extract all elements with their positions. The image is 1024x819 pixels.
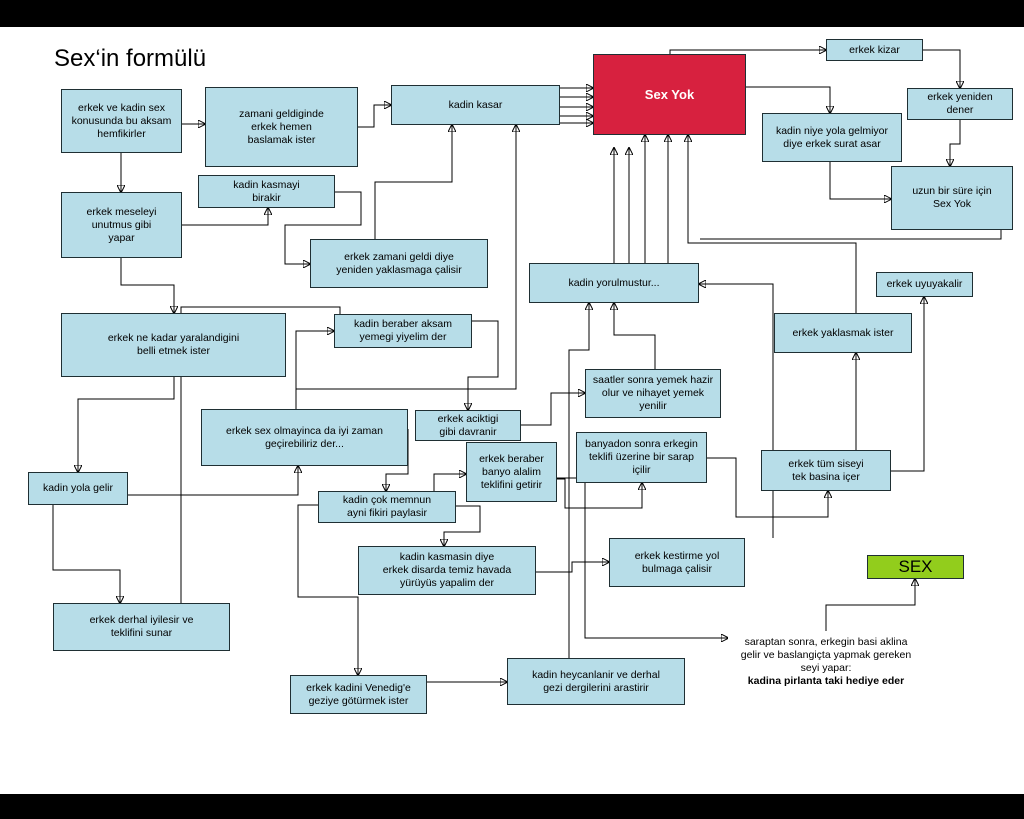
node-pirlanta-hediye-bold: kadina pirlanta taki hediye eder bbox=[747, 675, 905, 687]
edge-mesele-kasmayi bbox=[182, 208, 268, 226]
node-kadin-yorulmustur-label: kadin yorulmustur... bbox=[568, 276, 660, 289]
node-hemfikir-label: erkek ve kadin sex konusunda bu aksam he… bbox=[71, 101, 172, 140]
node-aciktigi: erkek aciktigi gibi davranir bbox=[415, 410, 521, 441]
node-uzun-sure-sex-yok: uzun bir süre için Sex Yok bbox=[891, 166, 1013, 230]
page-title: Sex‘in formülü bbox=[54, 45, 207, 72]
node-banyo-teklif: erkek beraber banyo alalim teklifini get… bbox=[466, 442, 557, 502]
node-kasmayi-birakir: kadin kasmayi birakir bbox=[198, 175, 335, 208]
node-yaklasmaga-calisir-label: erkek zamani geldi diye yeniden yaklasma… bbox=[336, 250, 462, 276]
edge-iyilesir-kasar bbox=[180, 306, 341, 603]
node-uyuyakalir: erkek uyuyakalir bbox=[876, 272, 973, 297]
node-erkek-kizar-label: erkek kizar bbox=[849, 43, 900, 56]
node-baslamak-ister-label: zamani geldiginde erkek hemen baslamak i… bbox=[239, 107, 324, 146]
edge-aciktigi-yemek bbox=[521, 393, 585, 426]
node-venedik-gezisi: erkek kadini Venedig'e geziye götürmek i… bbox=[290, 675, 427, 714]
node-yemek-hazir: saatler sonra yemek hazir olur ve nihaye… bbox=[585, 369, 721, 418]
node-sex-yok: Sex Yok bbox=[593, 54, 746, 135]
edge-sexolmayinca-kasar bbox=[295, 125, 516, 409]
node-tum-siseyi-label: erkek tüm siseyi tek basina içer bbox=[788, 457, 864, 483]
node-kadin-kasar-label: kadin kasar bbox=[448, 98, 503, 111]
node-baslamak-ister: zamani geldiginde erkek hemen baslamak i… bbox=[205, 87, 358, 167]
edge-pirlanta-sex bbox=[825, 579, 915, 631]
node-kestirme-yol-label: erkek kestirme yol bulmaga çalisir bbox=[634, 549, 720, 575]
node-yaralandigini-label: erkek ne kadar yaralandigini belli etmek… bbox=[107, 332, 240, 357]
node-surat-asar: kadin niye yola gelmiyor diye erkek sura… bbox=[762, 113, 902, 162]
connector-layer bbox=[52, 27, 1002, 794]
node-surat-asar-label: kadin niye yola gelmiyor diye erkek sura… bbox=[775, 124, 889, 150]
node-yeniden-dener-label: erkek yeniden dener bbox=[927, 91, 993, 116]
node-kestirme-yol: erkek kestirme yol bulmaga çalisir bbox=[609, 538, 745, 587]
edge-yaklasmak-sexyok bbox=[688, 135, 857, 313]
node-banyo-teklif-label: erkek beraber banyo alalim teklifini get… bbox=[479, 452, 544, 491]
node-sex-olmayinca: erkek sex olmayinca da iyi zaman geçireb… bbox=[201, 409, 408, 466]
node-yaklasmaga-calisir: erkek zamani geldi diye yeniden yaklasma… bbox=[310, 239, 488, 288]
edge-dener-uzun bbox=[950, 120, 961, 166]
node-sex-olmayinca-label: erkek sex olmayinca da iyi zaman geçireb… bbox=[226, 424, 383, 450]
edge-sexyok-surat bbox=[746, 86, 830, 113]
node-sex-label: SEX bbox=[898, 557, 933, 576]
node-meseleyi-unutmus-label: erkek meseleyi unutmus gibi yapar bbox=[86, 205, 157, 244]
node-derhal-iyilesir-label: erkek derhal iyilesir ve teklifini sunar bbox=[89, 614, 194, 639]
edge-mesele-yaralandigini bbox=[120, 258, 174, 313]
edge-yaklasmaga-kasar bbox=[374, 125, 452, 239]
edge-memnun-kasmasin bbox=[444, 505, 481, 546]
edge-sexolmayinca-aksam bbox=[295, 331, 334, 409]
node-hemfikir: erkek ve kadin sex konusunda bu aksam he… bbox=[61, 89, 182, 153]
node-aksam-yemegi: kadin beraber aksam yemegi yiyelim der bbox=[334, 314, 472, 348]
node-venedik-gezisi-label: erkek kadini Venedig'e geziye götürmek i… bbox=[306, 681, 411, 707]
edge-banyotek-pirlanta bbox=[557, 477, 728, 638]
node-yaralandigini: erkek ne kadar yaralandigini belli etmek… bbox=[61, 313, 286, 377]
node-kadin-yola-gelir: kadin yola gelir bbox=[28, 472, 128, 505]
edge-banyotek-banyodan bbox=[545, 478, 642, 509]
node-pirlanta-hediye: saraptan sonra, erkegin basi aklina geli… bbox=[728, 631, 924, 693]
node-uzun-sure-sex-yok-label: uzun bir süre için Sex Yok bbox=[912, 185, 992, 210]
node-yaklasmak-ister-label: erkek yaklasmak ister bbox=[792, 326, 894, 339]
node-yemek-hazir-label: saatler sonra yemek hazir olur ve nihaye… bbox=[592, 374, 714, 412]
edge-memnun-venedik bbox=[297, 504, 358, 675]
edge-yola-iyilesir bbox=[52, 505, 120, 603]
node-banyodan-sonra-label: banyadon sonra erkegin teklifi üzerine b… bbox=[585, 438, 698, 476]
edge-yaralandigini-yola bbox=[78, 377, 175, 472]
node-sex-yok-label: Sex Yok bbox=[644, 87, 695, 102]
edge-aksam-aciktigi bbox=[468, 320, 499, 410]
node-heyecanlanir-label: kadin heycanlanir ve derhal gezi dergile… bbox=[532, 668, 660, 694]
edge-kasmasin-kestirme bbox=[536, 562, 609, 573]
node-tum-siseyi: erkek tüm siseyi tek basina içer bbox=[761, 450, 891, 491]
node-banyodan-sonra: banyadon sonra erkegin teklifi üzerine b… bbox=[576, 432, 707, 483]
edge-yola-sexolmayinca bbox=[128, 466, 298, 496]
node-yeniden-dener: erkek yeniden dener bbox=[907, 88, 1013, 120]
node-pirlanta-hediye-text: saraptan sonra, erkegin basi aklina geli… bbox=[740, 636, 912, 674]
edge-surat-uzun bbox=[829, 162, 891, 199]
node-sex: SEX bbox=[867, 555, 964, 579]
edge-sexolmayinca-memnun bbox=[386, 429, 409, 491]
node-meseleyi-unutmus: erkek meseleyi unutmus gibi yapar bbox=[61, 192, 182, 258]
edge-uzun-sexyok bbox=[700, 230, 1002, 240]
node-cok-memnun: kadin çok memnun ayni fikiri paylasir bbox=[318, 491, 456, 523]
edge-yemek-yorul-2 bbox=[568, 303, 589, 658]
edge-tumsise-uyuyakalir bbox=[891, 297, 924, 472]
node-kadin-yorulmustur: kadin yorulmustur... bbox=[529, 263, 699, 303]
node-aksam-yemegi-label: kadin beraber aksam yemegi yiyelim der bbox=[353, 318, 453, 343]
node-kasmayi-birakir-label: kadin kasmayi birakir bbox=[233, 178, 300, 204]
node-yaklasmak-ister: erkek yaklasmak ister bbox=[774, 313, 912, 353]
node-kasmasin-yuruyus-label: kadin kasmasin diye erkek disarda temiz … bbox=[382, 551, 512, 589]
node-kasmasin-yuruyus: kadin kasmasin diye erkek disarda temiz … bbox=[358, 546, 536, 595]
node-kadin-yola-gelir-label: kadin yola gelir bbox=[42, 482, 114, 494]
edge-baslamak-kasar bbox=[358, 105, 391, 128]
edge-kizar-dener bbox=[923, 49, 960, 88]
node-aciktigi-label: erkek aciktigi gibi davranir bbox=[437, 412, 499, 438]
node-heyecanlanir: kadin heycanlanir ve derhal gezi dergile… bbox=[507, 658, 685, 705]
edge-sexyok-kizar bbox=[669, 50, 826, 54]
edge-memnun-banyo bbox=[433, 474, 466, 491]
node-kadin-kasar: kadin kasar bbox=[391, 85, 560, 125]
edge-yemek-yorul bbox=[614, 303, 656, 369]
edge-banyodan-tumsise bbox=[707, 457, 828, 518]
node-uyuyakalir-label: erkek uyuyakalir bbox=[886, 278, 963, 290]
slide: Sex‘in formülü erkek ve kadin sex konusu… bbox=[0, 27, 1024, 794]
node-derhal-iyilesir: erkek derhal iyilesir ve teklifini sunar bbox=[53, 603, 230, 651]
node-erkek-kizar: erkek kizar bbox=[826, 39, 923, 61]
edge-kasmayi-yaklasmaga bbox=[284, 191, 362, 264]
node-cok-memnun-label: kadin çok memnun ayni fikiri paylasir bbox=[342, 494, 432, 519]
